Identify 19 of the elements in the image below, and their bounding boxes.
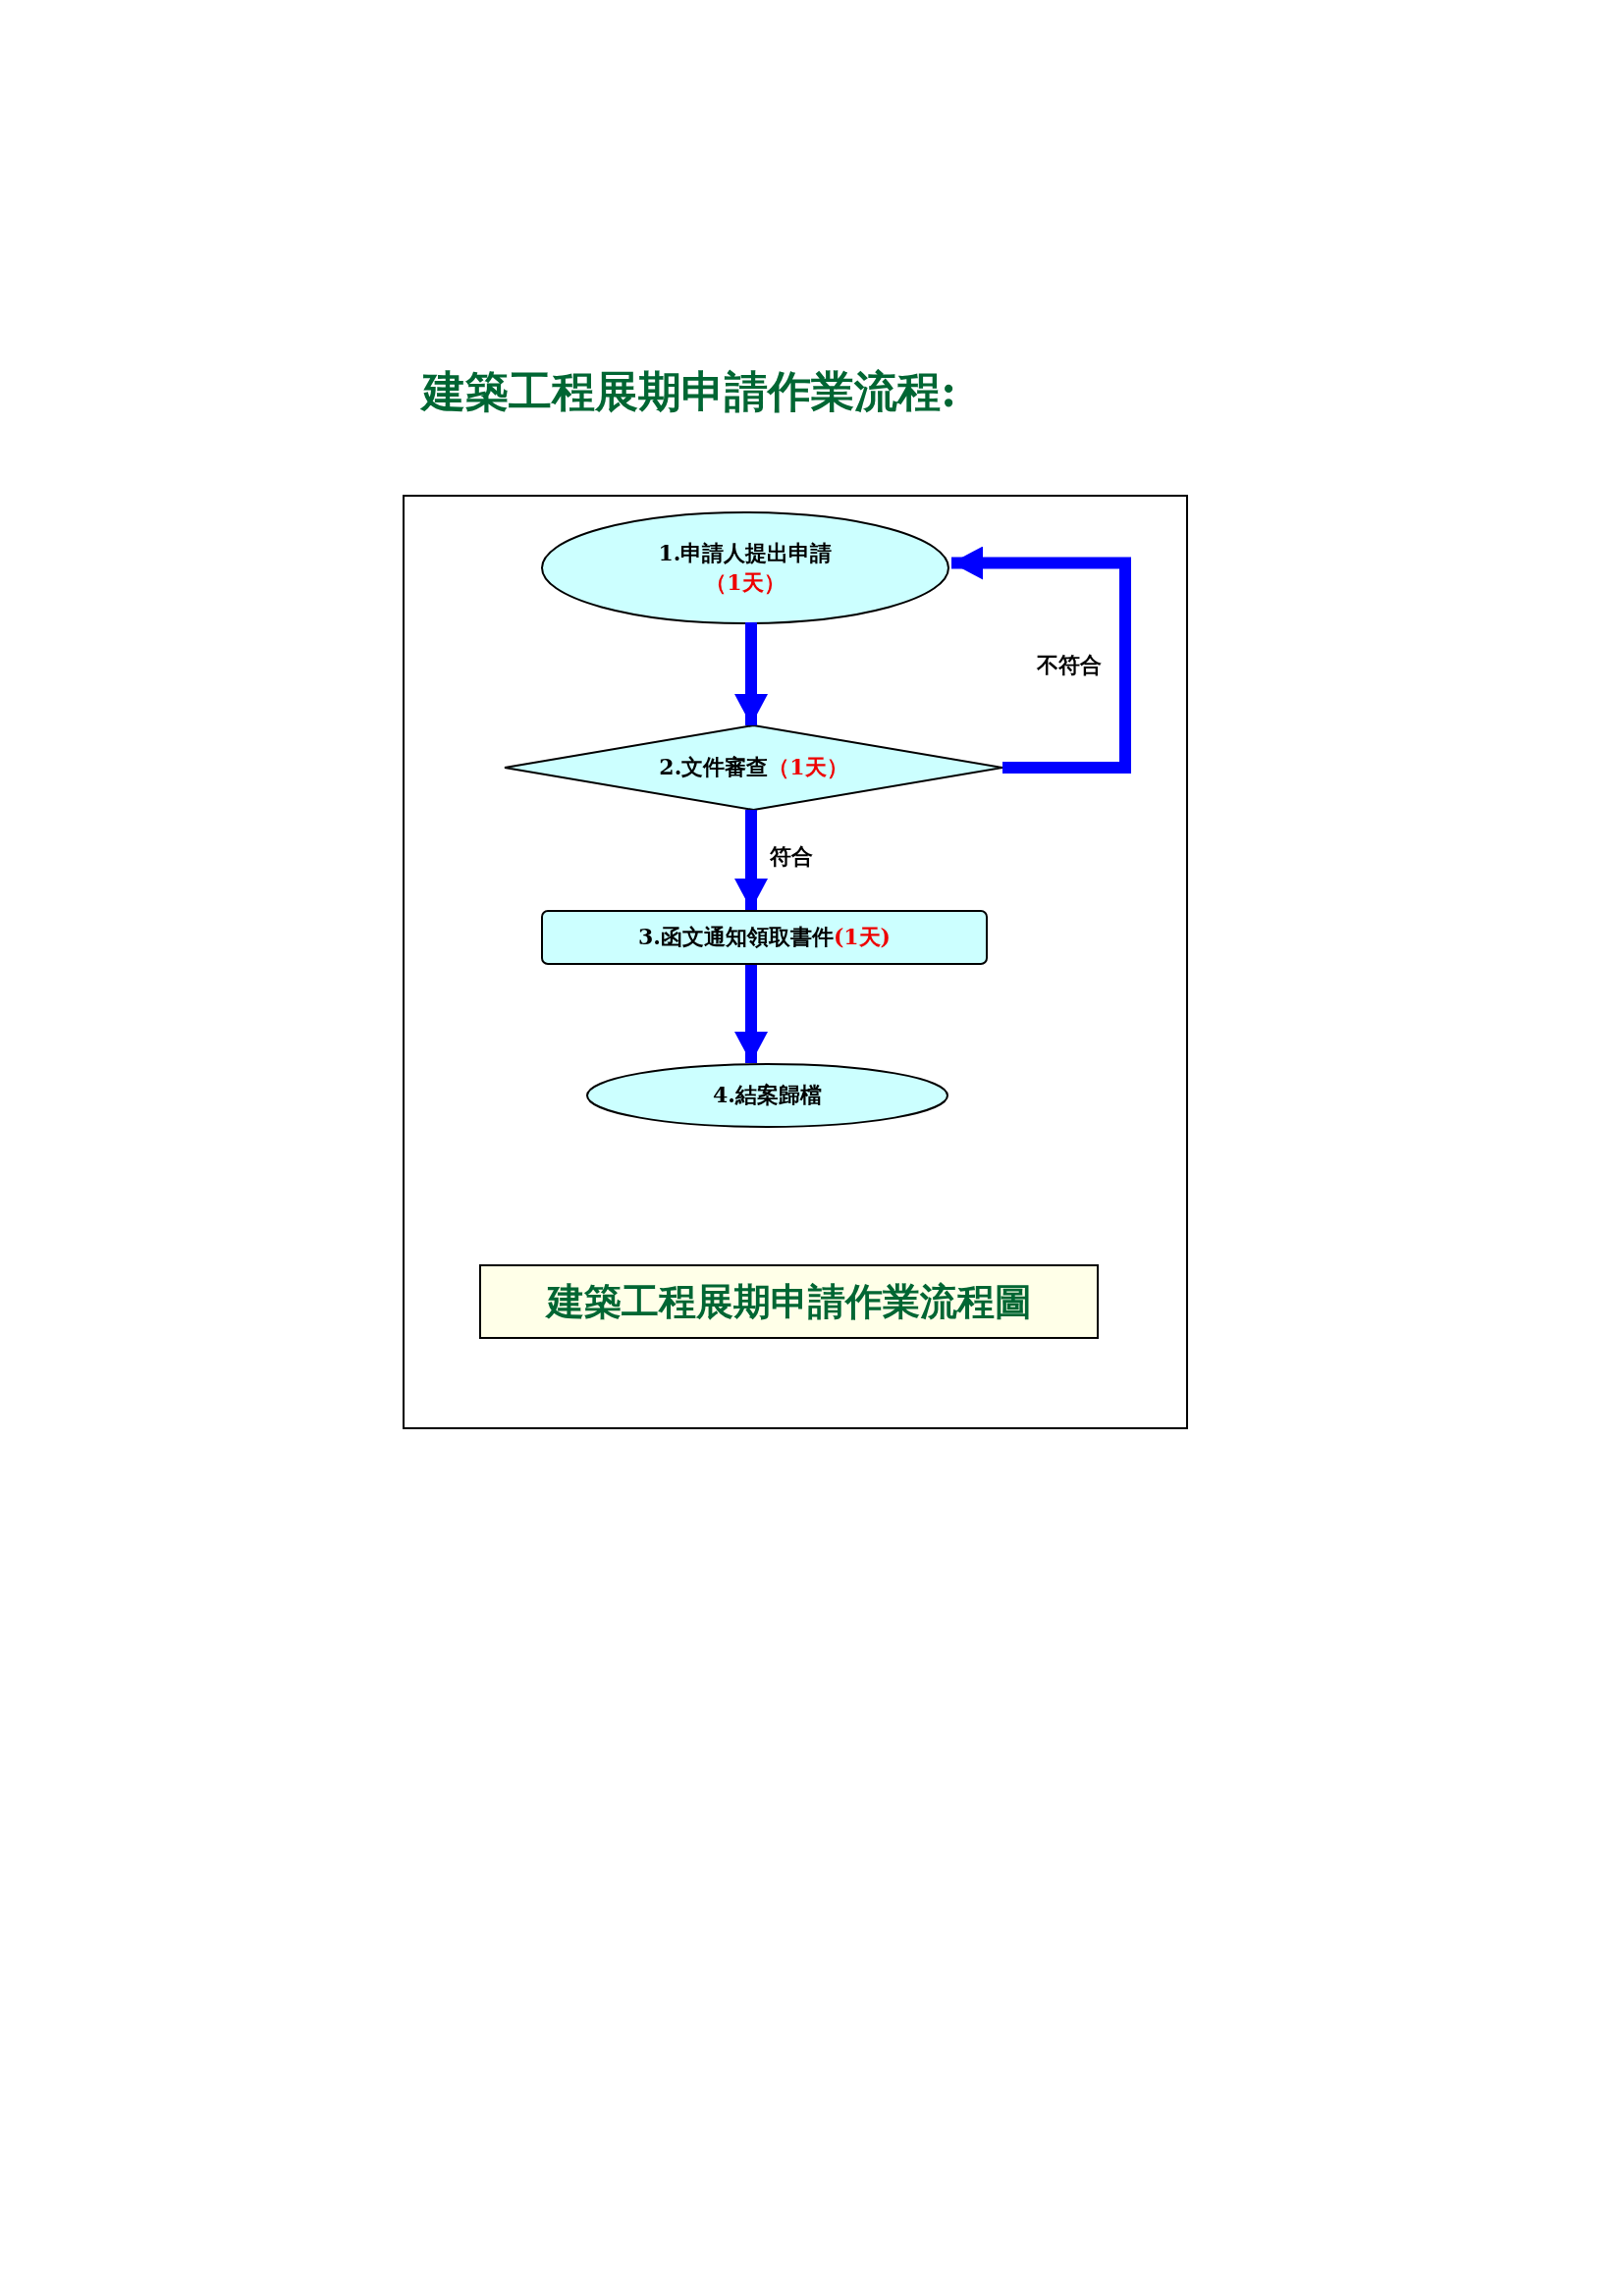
duration-label: (1天) <box>833 923 892 951</box>
duration-label: （1天） <box>768 753 848 781</box>
step-label: 2.文件審查 <box>659 753 769 781</box>
duration-label: （1天） <box>705 567 785 597</box>
diagram-frame <box>403 495 1188 1429</box>
step-label: 4.結案歸檔 <box>713 1081 822 1109</box>
step-label: 1.申請人提出申請 <box>658 538 833 567</box>
caption-box <box>479 1264 1099 1339</box>
process-ellipse <box>541 511 949 624</box>
page-title: 建築工程展期申請作業流程: <box>422 365 957 418</box>
decision-diamond <box>505 725 1002 810</box>
process-box <box>541 910 988 965</box>
process-ellipse <box>586 1063 948 1128</box>
flow-arrow <box>734 622 768 725</box>
flow-arrow <box>951 546 1131 774</box>
caption-text: 建築工程展期申請作業流程圖 <box>546 1277 1032 1325</box>
step-label: 3.函文通知領取書件 <box>637 923 834 951</box>
flow-arrow <box>734 965 768 1063</box>
flow-arrow <box>734 810 768 910</box>
